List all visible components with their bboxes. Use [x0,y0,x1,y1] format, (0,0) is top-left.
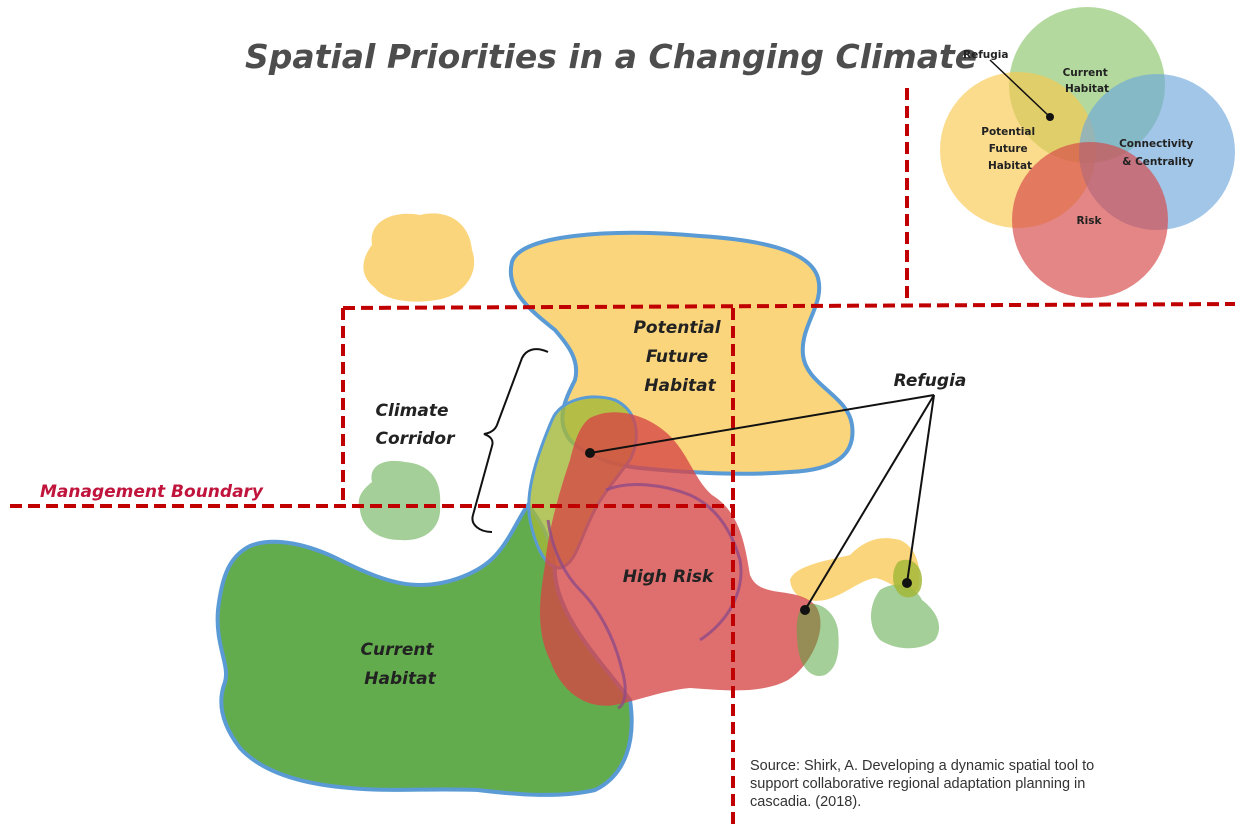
isolated-current-habitat-patch [358,460,441,541]
venn-refugia-point [1046,113,1054,121]
venn-circle-risk [1012,142,1168,298]
venn-label-connectivity: Connectivity & Centrality [1119,138,1197,168]
refugia-point-2 [800,605,810,615]
right-current-habitat-patch-2 [871,584,940,649]
label-refugia: Refugia [894,371,967,391]
refugia-point-1 [585,448,595,458]
future-habitat-corridor-right [790,538,920,601]
climate-corridor-bracket [471,348,549,533]
isolated-future-habitat-patch [363,213,475,302]
right-current-habitat-patch-1 [796,603,839,676]
venn-refugia-pointer [989,59,1051,118]
venn-label-potential-future-habitat: Potential Future Habitat [981,126,1038,172]
label-high-risk: High Risk [623,567,715,587]
label-climate-corridor: Climate Corridor [376,401,457,449]
label-management-boundary: Management Boundary [40,482,264,502]
management-boundary-lines [10,88,1235,825]
refugia-point-3 [902,578,912,588]
label-potential-future-habitat: Potential Future Habitat [633,318,726,396]
venn-label-risk: Risk [1077,215,1103,227]
risk-habitat-overlap-border [546,519,627,710]
label-current-habitat: Current Habitat [360,640,439,689]
venn-diagram: Refugia Current Habitat Potential Future… [940,7,1235,298]
source-citation: Source: Shirk, A. Developing a dynamic s… [750,758,1098,810]
page-title: Spatial Priorities in a Changing Climate [245,37,977,76]
venn-label-current-habitat: Current Habitat [1063,67,1112,95]
refugia-pointer-lines [589,394,935,611]
venn-label-refugia: Refugia [963,49,1008,61]
